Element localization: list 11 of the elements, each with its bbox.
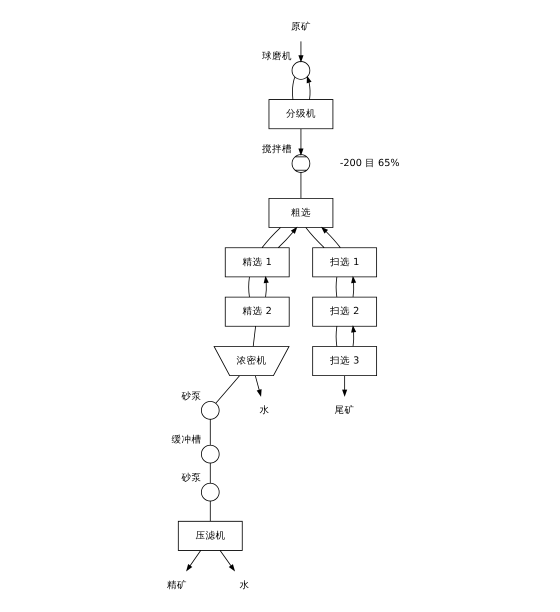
node-label: 搅拌槽 — [262, 144, 292, 155]
node-text: 水 — [259, 404, 270, 416]
node-text: 原矿 — [290, 21, 310, 32]
node-label: 缓冲槽 — [170, 434, 201, 446]
label: -200 目 65% — [339, 158, 400, 170]
node-text: 尾矿 — [334, 404, 354, 416]
node-label: 砂泵 — [180, 390, 201, 402]
node-text: 水 — [238, 580, 249, 591]
node-label: 球磨机 — [262, 50, 292, 62]
node-text: 精矿 — [166, 580, 187, 591]
node-label: 砂泵 — [180, 472, 201, 484]
